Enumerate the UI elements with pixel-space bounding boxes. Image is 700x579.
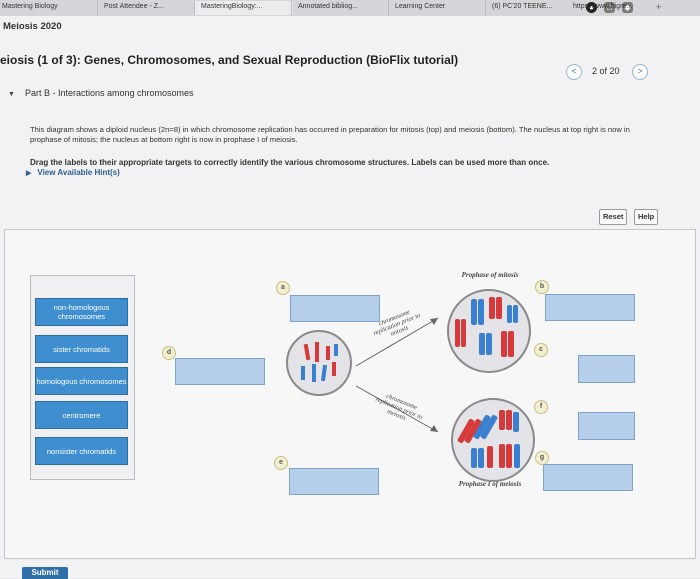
meiosis-chromosomes xyxy=(457,410,520,468)
caret-down-icon: ▼ xyxy=(8,91,15,98)
drop-target-b[interactable] xyxy=(545,294,635,321)
chromosome-diagram: Prophase of mitosis Prophase I of meiosi… xyxy=(150,262,690,498)
drop-target-a[interactable] xyxy=(290,295,380,322)
prev-item-button[interactable]: < xyxy=(566,64,582,80)
marker-f: f xyxy=(534,400,548,414)
description-text: This diagram shows a diploid nucleus (2n… xyxy=(30,125,630,144)
drop-target-f[interactable] xyxy=(578,412,635,440)
reset-button[interactable]: Reset xyxy=(599,209,628,225)
mitosis-nucleus xyxy=(447,289,531,373)
diploid-nucleus xyxy=(286,330,352,396)
tab-learning-center[interactable]: Learning Center xyxy=(388,1,487,15)
label-bank: non-homologous chromosomes sister chroma… xyxy=(30,275,135,480)
label-centromere[interactable]: centromere xyxy=(35,401,128,429)
tab-pc20-teene[interactable]: (6) PC'20 TEENE... xyxy=(485,1,570,15)
help-button[interactable]: Help xyxy=(634,209,659,225)
marker-e: e xyxy=(274,456,288,470)
replication-arrows xyxy=(355,317,439,433)
label-sister-chromatids[interactable]: sister chromatids xyxy=(35,335,128,363)
instruction-text: Drag the labels to their appropriate tar… xyxy=(30,158,550,167)
record-icon[interactable]: ● xyxy=(586,2,597,13)
caret-right-icon: ▶ xyxy=(26,170,32,177)
pager-text: 2 of 20 xyxy=(592,66,620,76)
copy-icon[interactable]: □ xyxy=(604,2,615,13)
part-label: Part B - Interactions among chromosomes xyxy=(24,88,194,98)
label-nonsister-chromatids[interactable]: nonsister chromatids xyxy=(35,437,128,465)
tab-annotated-bibliography[interactable]: Annotated bibliog... xyxy=(291,1,390,15)
drop-target-e[interactable] xyxy=(289,468,379,495)
puzzle-icon[interactable]: ◆ xyxy=(622,2,633,13)
drop-target-c[interactable] xyxy=(578,355,635,383)
marker-c: c xyxy=(534,343,548,357)
tab-mastering-biology[interactable]: Mastering Biology xyxy=(2,3,58,10)
diploid-chromosomes xyxy=(301,342,338,382)
tab-post-attendee[interactable]: Post Attendee - Z... xyxy=(97,1,196,15)
tab-higre[interactable]: https://www.higre... xyxy=(573,3,633,10)
drop-target-d[interactable] xyxy=(175,358,265,385)
mitosis-caption: Prophase of mitosis xyxy=(461,271,519,279)
label-homologous-chromosomes[interactable]: homologous chromosomes xyxy=(35,367,128,395)
assignment-title: eiosis (1 of 3): Genes, Chromosomes, and… xyxy=(0,53,459,67)
view-hints-link[interactable]: ▶View Available Hint(s) xyxy=(26,168,120,177)
marker-d: d xyxy=(162,346,176,360)
course-title: Meiosis 2020 xyxy=(3,21,62,32)
drop-target-g[interactable] xyxy=(543,464,633,491)
mitosis-chromosomes xyxy=(455,297,518,357)
next-item-button[interactable]: > xyxy=(632,64,648,80)
tab-masteringbiology[interactable]: MasteringBiology:... xyxy=(194,1,293,15)
marker-b: b xyxy=(535,280,549,294)
marker-g: g xyxy=(535,451,549,465)
meiosis-nucleus xyxy=(451,398,535,482)
part-header[interactable]: ▼ Part B - Interactions among chromosomes xyxy=(8,88,194,98)
label-non-homologous-chromosomes[interactable]: non-homologous chromosomes xyxy=(35,298,128,326)
submit-button[interactable]: Submit xyxy=(22,567,68,579)
marker-a: a xyxy=(276,281,290,295)
meiosis-caption: Prophase I of meiosis xyxy=(458,480,522,488)
new-tab-button[interactable]: + xyxy=(656,2,662,12)
